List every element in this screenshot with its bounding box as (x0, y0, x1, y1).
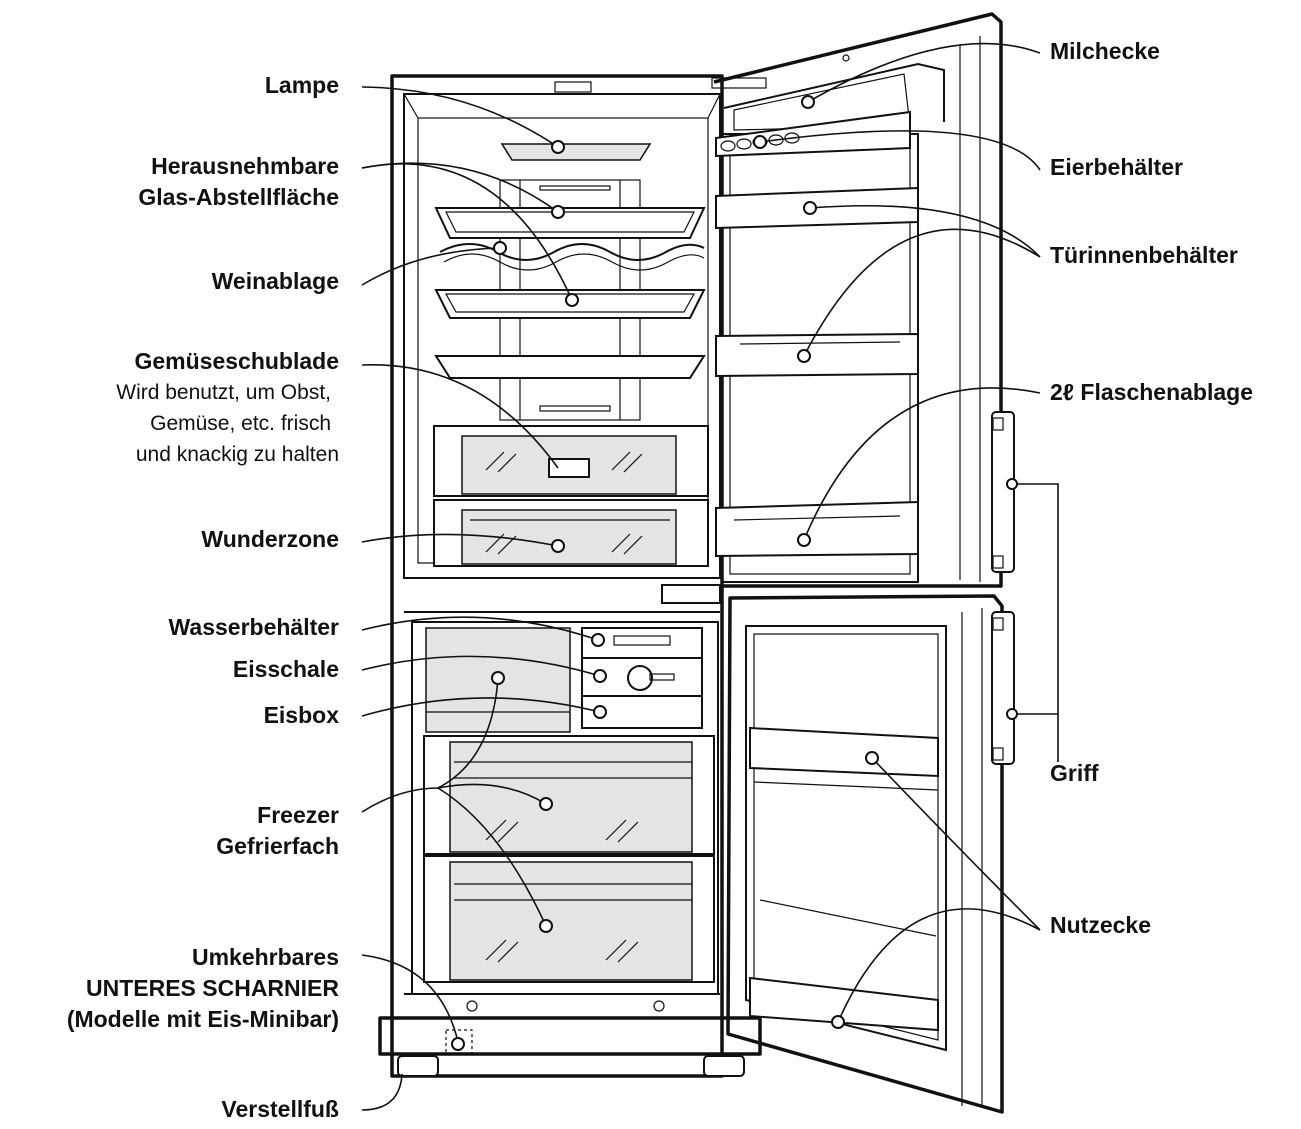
freezer-door-shelf-upper (749, 726, 939, 778)
fridge-door (711, 12, 1015, 588)
label-water-tank: Wasserbehälter (168, 614, 339, 640)
fridge-cabinet (378, 74, 762, 1078)
label-door-bins: Türinnenbehälter (1050, 242, 1238, 268)
adjustable-foot (397, 1055, 439, 1077)
label-hinge-line3: (Modelle mit Eis-Minibar) (66, 1006, 339, 1032)
label-handle: Griff (1050, 760, 1099, 786)
label-glass-shelf-line1: Herausnehmbare (151, 153, 339, 179)
callout-dots (451, 95, 1018, 1051)
label-crisper: Gemüseschublade (134, 348, 339, 374)
label-hinge-line2: UNTERES SCHARNIER (85, 975, 339, 1001)
label-lamp: Lampe (264, 72, 339, 98)
label-freezer-compartment: Gefrierfach (216, 833, 339, 859)
label-hinge-line1: Umkehrbares (191, 944, 339, 970)
handle-upper (991, 411, 1015, 573)
lamp (500, 143, 652, 161)
label-egg-holder: Eierbehälter (1050, 154, 1183, 180)
label-ice-box: Eisbox (263, 702, 339, 728)
label-wunderzone: Wunderzone (201, 526, 339, 552)
label-freezer: Freezer (257, 802, 339, 828)
glass-shelf-bottom (434, 355, 706, 379)
wine-rack (439, 243, 705, 261)
label-ice-tray: Eisschale (232, 656, 339, 682)
egg-holder (715, 110, 911, 158)
label-crisper-desc-line3: und knackig zu halten (135, 443, 339, 466)
handle-lower (991, 611, 1015, 765)
leader-lines (361, 42, 1059, 1111)
label-crisper-desc-line1: Wird benutzt, um Obst, (116, 381, 331, 404)
label-crisper-desc-line2: Gemüse, etc. frisch (150, 412, 331, 435)
label-adjustable-foot: Verstellfuß (221, 1096, 339, 1122)
label-utility-corner: Nutzecke (1050, 912, 1151, 938)
freezer-door (726, 594, 1015, 1114)
label-glass-shelf-line2: Glas-Abstellfläche (138, 184, 339, 210)
label-wine-rack: Weinablage (211, 268, 339, 294)
freezer-door-shelf-lower (749, 976, 939, 1032)
door-bin-middle (715, 332, 919, 378)
bottle-shelf (715, 500, 919, 558)
label-dairy-corner: Milchecke (1050, 38, 1160, 64)
glass-shelf-top (434, 207, 706, 239)
label-bottle-shelf: 2ℓ Flaschenablage (1050, 379, 1253, 405)
